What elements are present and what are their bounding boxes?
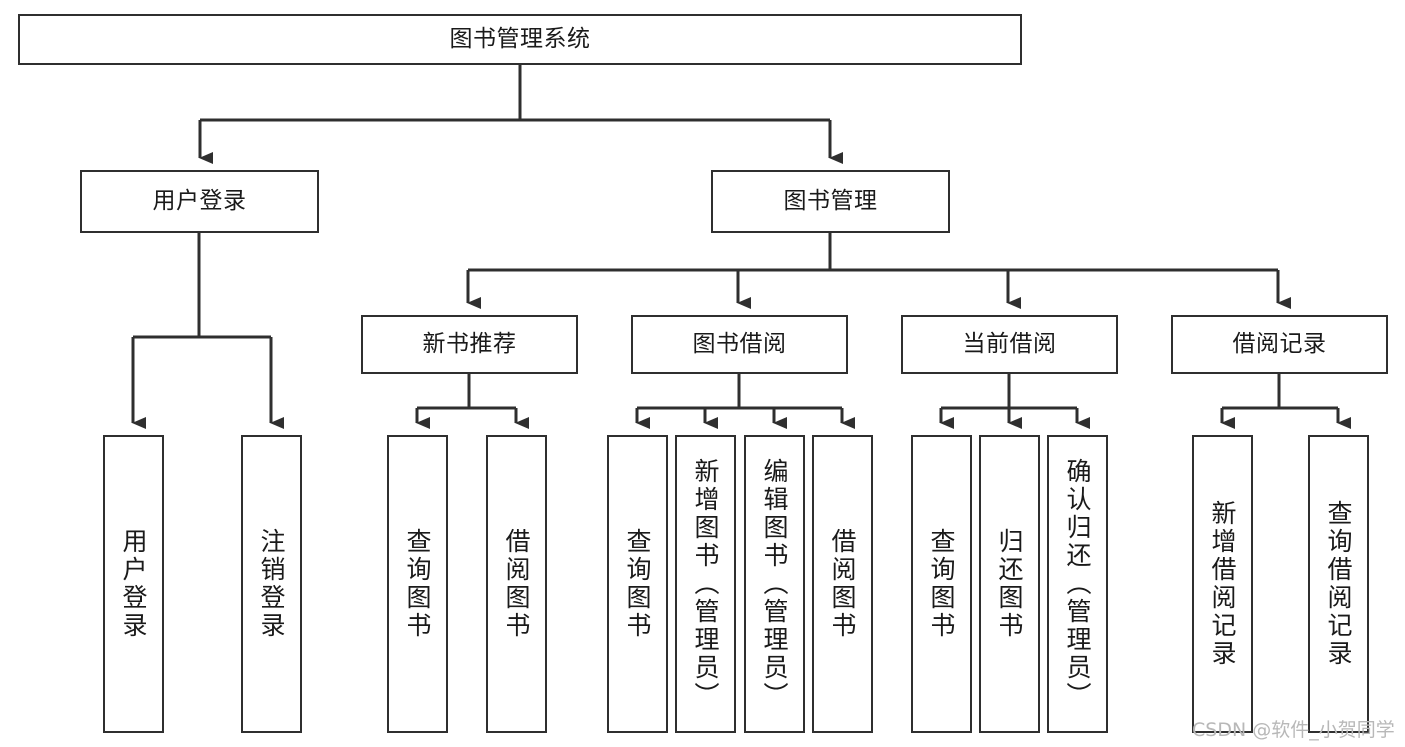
leaf-query-book-3[interactable]: 查询图书 [911, 435, 972, 733]
leaf-add-record[interactable]: 新增借阅记录 [1192, 435, 1253, 733]
leaf-return-book[interactable]: 归还图书 [979, 435, 1040, 733]
leaf-borrow-book-2-label: 借阅图书 [828, 528, 857, 640]
leaf-borrow-book-1-label: 借阅图书 [502, 528, 531, 640]
node-borrow-record[interactable]: 借阅记录 [1171, 315, 1388, 374]
leaf-return-book-label: 归还图书 [995, 528, 1024, 640]
leaf-query-book-2-label: 查询图书 [623, 528, 652, 640]
node-new-book-recommend-label: 新书推荐 [422, 330, 517, 357]
leaf-logout-login[interactable]: 注销登录 [241, 435, 302, 733]
leaf-add-record-label: 新增借阅记录 [1208, 500, 1237, 668]
leaf-borrow-book-1[interactable]: 借阅图书 [486, 435, 547, 733]
node-book-borrow-label: 图书借阅 [692, 330, 787, 357]
node-root[interactable]: 图书管理系统 [18, 14, 1022, 65]
leaf-edit-book-label: 编辑图书（管理员） [760, 458, 789, 710]
leaf-query-record-label: 查询借阅记录 [1324, 500, 1353, 668]
node-current-borrow-label: 当前借阅 [962, 330, 1057, 357]
leaf-logout-login-label: 注销登录 [257, 528, 286, 640]
leaf-borrow-book-2[interactable]: 借阅图书 [812, 435, 873, 733]
leaf-confirm-return[interactable]: 确认归还（管理员） [1047, 435, 1108, 733]
leaf-query-book-1-label: 查询图书 [403, 528, 432, 640]
leaf-query-book-2[interactable]: 查询图书 [607, 435, 668, 733]
leaf-query-book-3-label: 查询图书 [927, 528, 956, 640]
leaf-query-record[interactable]: 查询借阅记录 [1308, 435, 1369, 733]
leaf-add-book[interactable]: 新增图书（管理员） [675, 435, 736, 733]
node-borrow-record-label: 借阅记录 [1232, 330, 1327, 357]
node-user-login-label: 用户登录 [152, 187, 247, 214]
node-book-borrow[interactable]: 图书借阅 [631, 315, 848, 374]
leaf-confirm-return-label: 确认归还（管理员） [1063, 458, 1092, 710]
leaf-user-login-label: 用户登录 [119, 528, 148, 640]
node-current-borrow[interactable]: 当前借阅 [901, 315, 1118, 374]
leaf-user-login[interactable]: 用户登录 [103, 435, 164, 733]
node-new-book-recommend[interactable]: 新书推荐 [361, 315, 578, 374]
csdn-watermark: CSDN @软件_小贺同学 [1192, 719, 1395, 741]
node-user-login[interactable]: 用户登录 [80, 170, 319, 233]
node-book-management-label: 图书管理 [783, 187, 878, 214]
leaf-edit-book[interactable]: 编辑图书（管理员） [744, 435, 805, 733]
leaf-add-book-label: 新增图书（管理员） [691, 458, 720, 710]
leaf-query-book-1[interactable]: 查询图书 [387, 435, 448, 733]
node-book-management[interactable]: 图书管理 [711, 170, 950, 233]
node-root-label: 图书管理系统 [449, 25, 591, 52]
